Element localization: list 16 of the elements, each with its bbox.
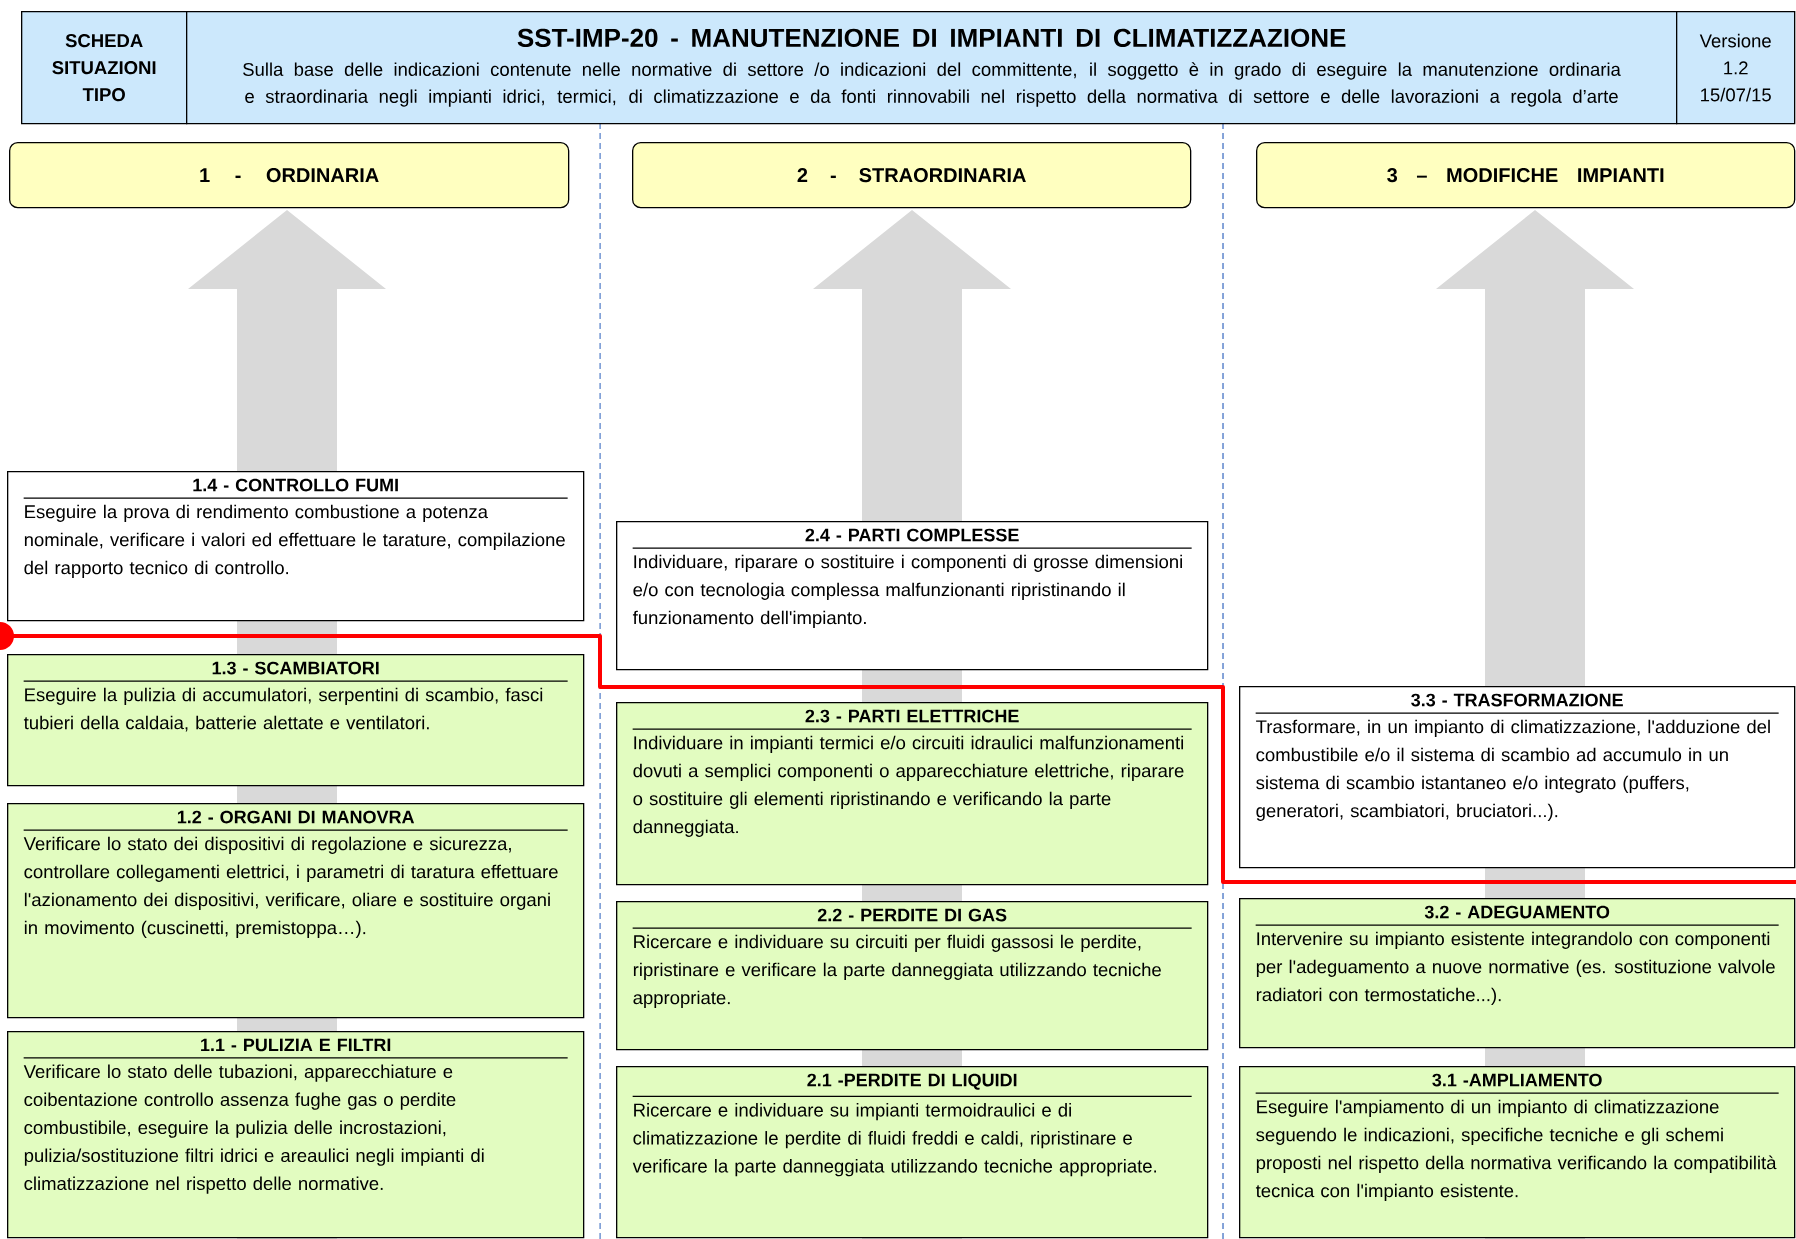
task-box: 2.3 - PARTI ELETTRICHE Individuare in impianti termici e/o circuiti idraulici malfunzionamenti dovuti a semplici componenti o apparecchiature elettriche, riparare o sostituire gli elementi ripristinando e verificando la parte danneggiata.	[616, 702, 1209, 886]
task-box: 2.4 - PARTI COMPLESSE Individuare, riparare o sostituire i componenti di grosse dimensioni e/o con tecnologia complessa malfunzionanti ripristinando il funzionamento dell'impianto.	[616, 521, 1209, 671]
task-box: 1.4 - CONTROLLO FUMI Eseguire la prova di rendimento combustione a potenza nominale, verificare i valori ed effettuare le tarature, compilazione del rapporto tecnico di controllo.	[7, 471, 585, 622]
column-header: 2 - STRAORDINARIA	[632, 142, 1192, 209]
header-cell: SCHEDA SITUAZIONI TIPO	[21, 11, 188, 125]
task-box: 3.2 - ADEGUAMENTO Intervenire su impianto esistente integrandolo con componenti per l'adeguamento a nuove normative (es. sostituzione valvole radiatori con termostatiche...).	[1239, 898, 1796, 1049]
task-box: 2.2 - PERDITE DI GAS Ricercare e individuare su circuiti per fluidi gassosi le perdite, ripristinare e verificare la parte danneggiata utilizzando tecniche appropriate.	[616, 901, 1209, 1051]
task-box: 1.2 - ORGANI DI MANOVRA Verificare lo stato dei dispositivi di regolazione e sicurezza, controllare collegamenti elettrici, i parametri di taratura effettuare l'azionamento dei dispositivi, verificare, oliare e sostituire organi in movimento (cuscinetti, premistoppa…).	[7, 803, 585, 1019]
task-box: 1.1 - PULIZIA E FILTRI Verificare lo stato delle tubazioni, apparecchiature e coibentazione controllo assenza fughe gas o perdite combustibile, eseguire la pulizia delle incrostazioni, pulizia/sostituzione filtri idrici e areaulici negli impianti di climatizzazione nel rispetto delle normative.	[7, 1031, 585, 1239]
column-header: 3 – MODIFICHE IMPIANTI	[1256, 142, 1796, 209]
column-header: 1 - ORDINARIA	[9, 142, 570, 209]
task-box: 1.3 - SCAMBIATORI Eseguire la pulizia di accumulatori, serpentini di scambio, fasci tubieri della caldaia, batterie alettate e ventilatori.	[7, 654, 585, 787]
task-box: 2.1 -PERDITE DI LIQUIDI Ricercare e individuare su impianti termoidraulici e di climatizzazione le perdite di fluidi freddi e caldi, ripristinare e verificare la parte danneggiata utilizzando tecniche appropriate.	[616, 1066, 1209, 1239]
task-box: 3.3 - TRASFORMAZIONE Trasformare, in un impianto di climatizzazione, l'adduzione del combustibile e/o il sistema di scambio ad accumulo in un sistema di scambio istantaneo e/o integrato (puffers, generatori, scambiatori, bruciatori...).	[1239, 686, 1796, 869]
header-cell: Versione 1.2 15/07/15	[1676, 11, 1796, 125]
task-box: 3.1 -AMPLIAMENTO Eseguire l'ampiamento di un impianto di climatizzazione seguendo le indicazioni, specifiche tecniche e gli schemi proposti nel rispetto della normativa verificando la compatibilità tecnica con l'impianto esistente.	[1239, 1066, 1796, 1239]
